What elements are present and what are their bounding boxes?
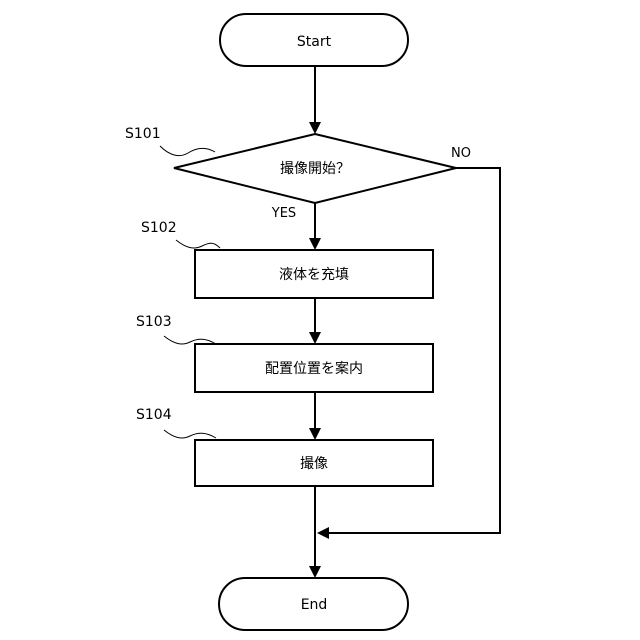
leader-s103 xyxy=(164,336,216,344)
arrowhead-end xyxy=(309,566,321,578)
process-fill-liquid-label: 液体を充填 xyxy=(279,267,349,283)
leader-s102 xyxy=(176,240,220,248)
leader-s104 xyxy=(164,430,216,438)
step-label-s103: S103 xyxy=(136,314,172,330)
arrowhead-guide xyxy=(309,332,321,344)
end-label: End xyxy=(301,597,328,613)
arrowhead-decision xyxy=(309,122,321,134)
process-guide-placement-label: 配置位置を案内 xyxy=(265,360,363,377)
start-label: Start xyxy=(297,34,332,50)
branch-yes-label: YES xyxy=(271,206,296,221)
branch-no-label: NO xyxy=(451,146,471,161)
step-label-s104: S104 xyxy=(136,407,172,423)
process-capture-label: 撮像 xyxy=(300,455,328,472)
arrowhead-capture xyxy=(309,428,321,440)
decision-label: 撮像開始？ xyxy=(280,160,350,177)
arrowhead-no-branch-merge xyxy=(317,527,329,539)
step-label-s102: S102 xyxy=(141,220,177,236)
step-label-s101: S101 xyxy=(125,126,161,142)
leader-s101 xyxy=(160,146,215,156)
arrowhead-fill xyxy=(309,238,321,250)
